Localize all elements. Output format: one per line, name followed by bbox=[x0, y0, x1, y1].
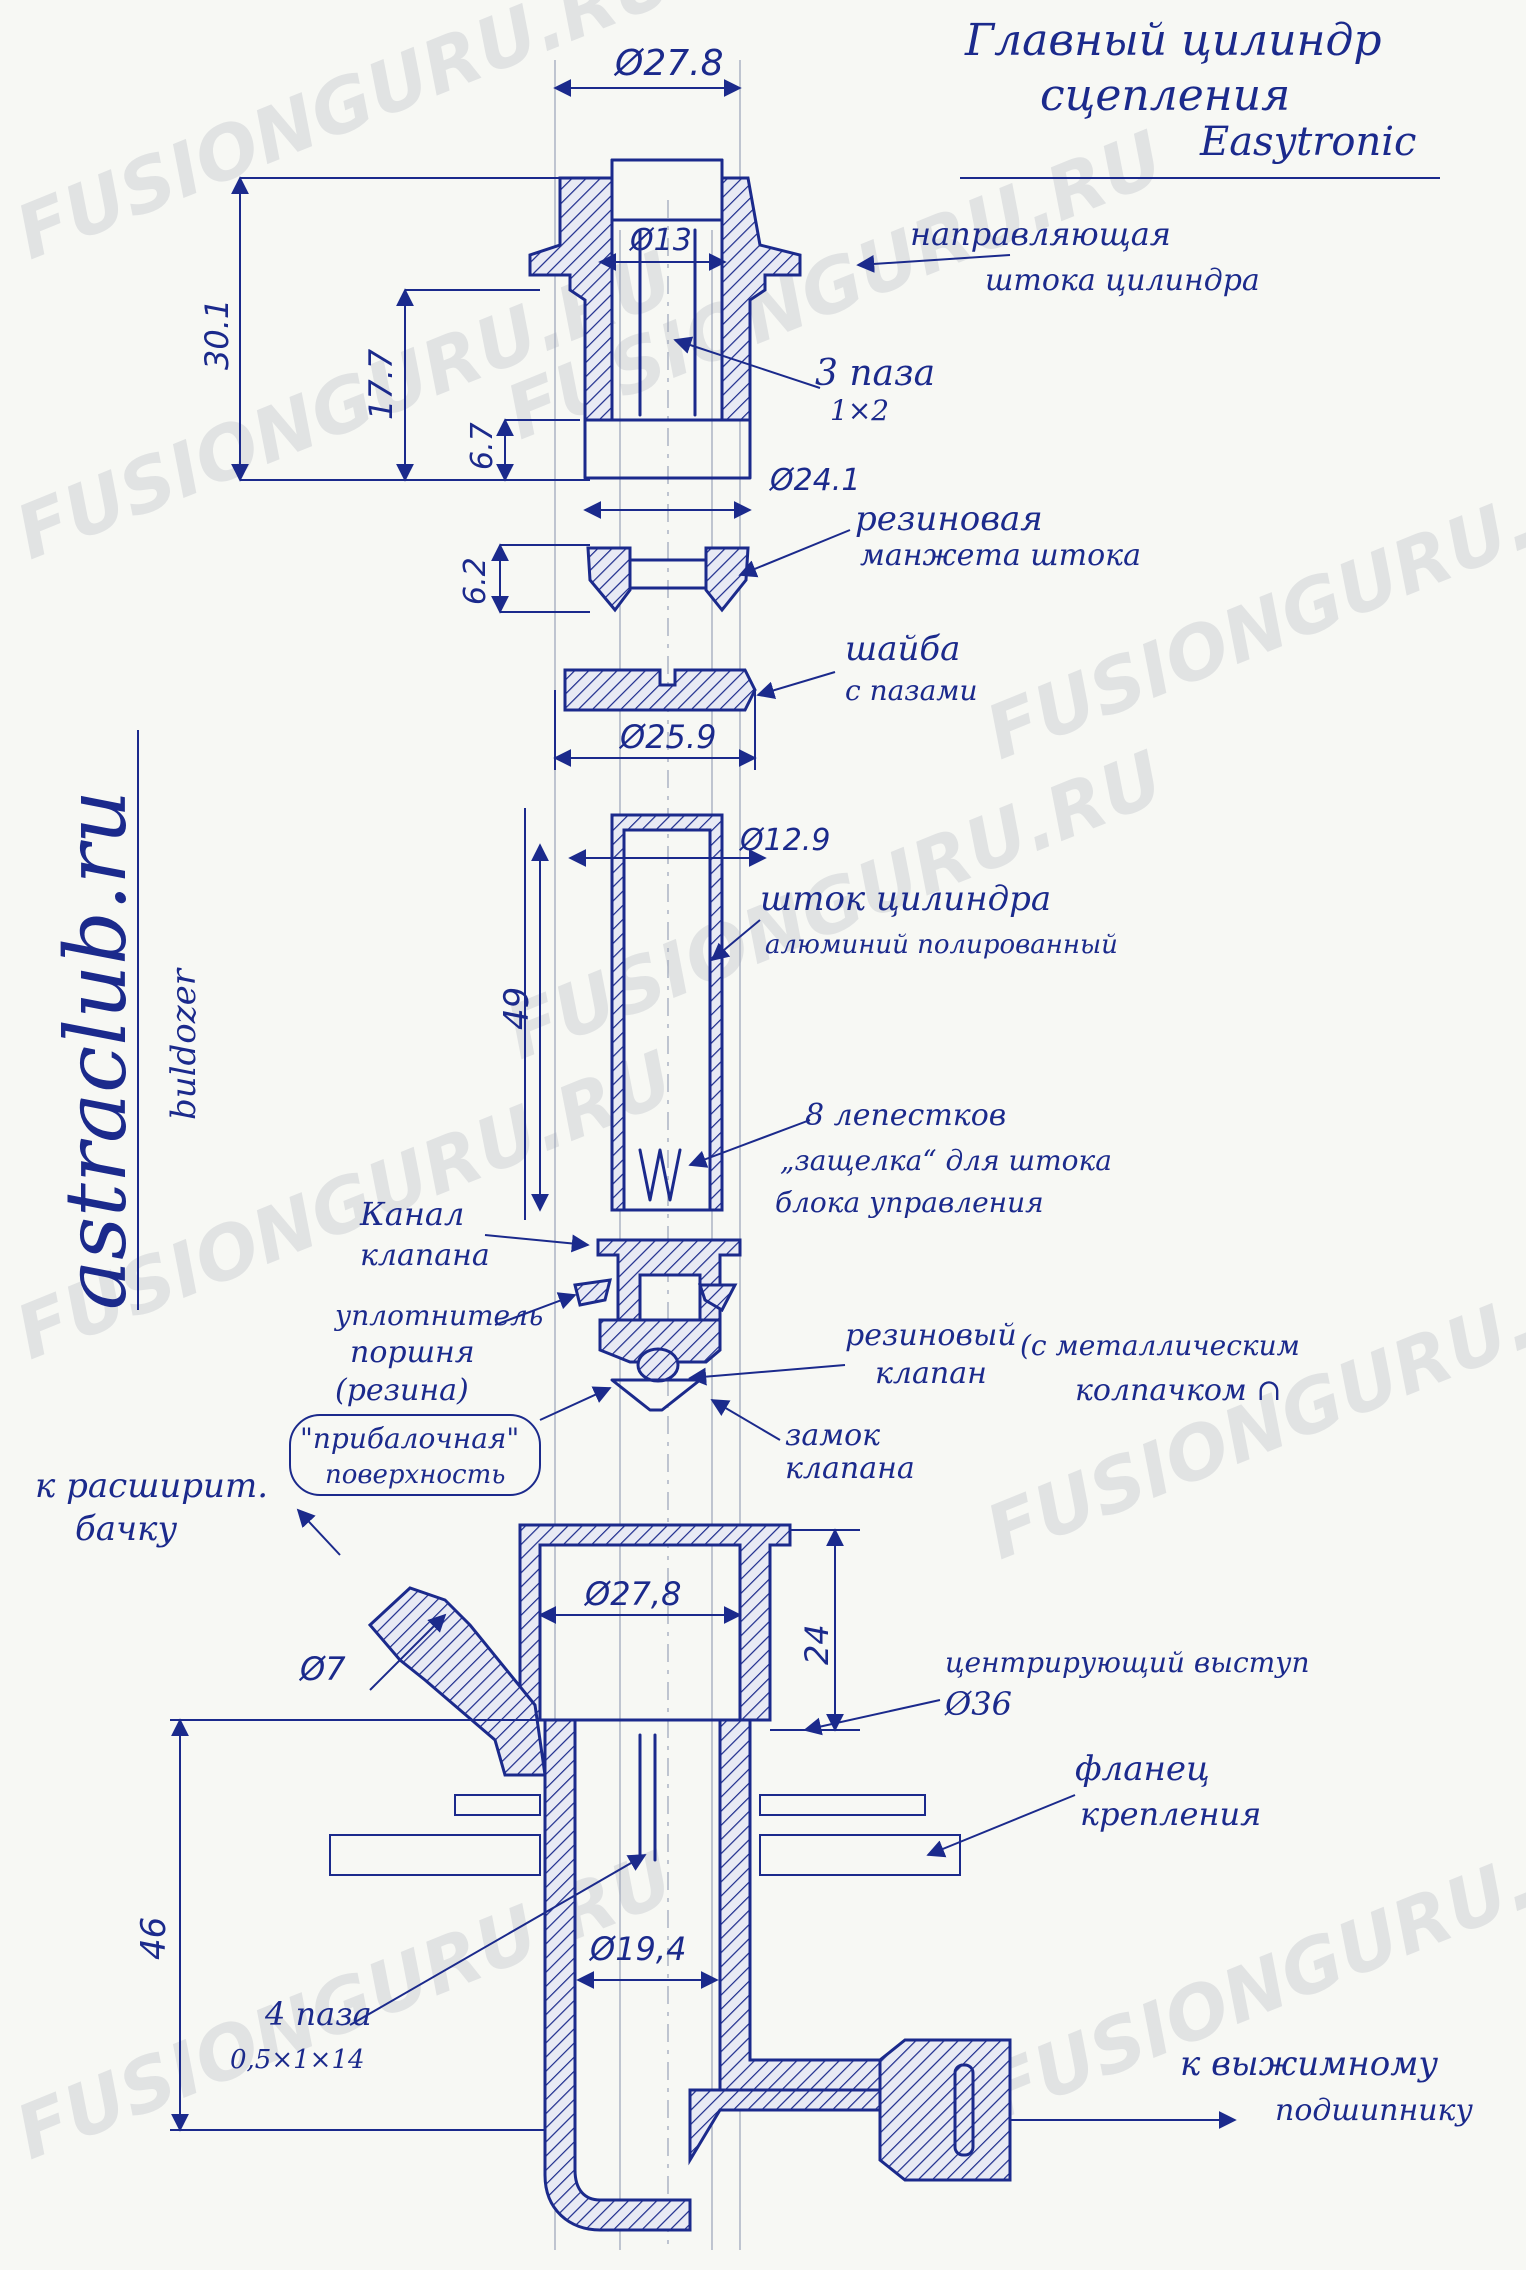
site-name: astraclub.ru bbox=[47, 790, 145, 1310]
title-line-1: Главный цилиндр bbox=[964, 15, 1382, 66]
dim-h49: 49 bbox=[497, 987, 537, 1030]
dim-h46: 46 bbox=[134, 1917, 174, 1960]
title-line-3: Easytronic bbox=[1199, 119, 1416, 165]
label-flange-1: фланец bbox=[1075, 1749, 1210, 1789]
label-valve-4: колпачком ∩ bbox=[1075, 1373, 1281, 1408]
label-center-2: Ø36 bbox=[944, 1685, 1012, 1723]
label-petals-1: 8 лепестков bbox=[805, 1098, 1006, 1133]
label-slots3: 3 паза 1×2 bbox=[673, 336, 935, 427]
label-lap-2: поверхность bbox=[325, 1460, 505, 1490]
label-guide-2: штока цилиндра bbox=[985, 263, 1260, 298]
label-slots4-1: 4 паза bbox=[264, 1995, 372, 2033]
label-cuff-1: резиновая bbox=[855, 499, 1043, 539]
label-cuff-2: манжета штока bbox=[860, 538, 1141, 573]
label-slots3-1: 3 паза bbox=[815, 353, 935, 394]
top-dimensions: Ø27.8 Ø13 30.1 17.7 6.7 Ø24.1 bbox=[198, 43, 860, 519]
label-flange-2: крепления bbox=[1080, 1795, 1261, 1833]
watermark: FUSIONGURU.RU bbox=[975, 1795, 1526, 2137]
dim-h24: 24 bbox=[798, 1624, 836, 1665]
dim-d278-top: Ø27.8 bbox=[613, 43, 724, 84]
cylinder-rod-part: 49 Ø12.9 шток цилиндра алюминий полирова… bbox=[497, 808, 1118, 1220]
body-dimensions: Ø27,8 24 Ø7 46 Ø19,4 bbox=[134, 1528, 860, 2132]
label-guide-1: направляющая bbox=[910, 215, 1171, 253]
label-seal-1: уплотнитель bbox=[333, 1299, 543, 1332]
label-lap-1: "прибалочная" bbox=[300, 1422, 519, 1455]
dim-d278-bot: Ø27,8 bbox=[583, 1575, 681, 1613]
piston-assembly: Канал клапана уплотнитель поршня (резина… bbox=[289, 1195, 1300, 1496]
label-lock-2: клапана bbox=[785, 1451, 915, 1486]
dim-d241: Ø24.1 bbox=[768, 463, 860, 498]
label-tank-1: к расширит. bbox=[35, 1466, 268, 1506]
dim-h301: 30.1 bbox=[198, 299, 236, 370]
label-washer-1: шайба bbox=[845, 629, 960, 669]
label-seal-2: поршня bbox=[350, 1335, 475, 1370]
label-valve-3: (с металлическим bbox=[1020, 1329, 1300, 1362]
dim-d7: Ø7 bbox=[298, 1650, 346, 1688]
label-rod-1: шток цилиндра bbox=[760, 879, 1051, 919]
washer-part: Ø25.9 шайба с пазами bbox=[553, 629, 978, 770]
label-center-1: центрирующий выступ bbox=[945, 1646, 1309, 1679]
author-name: buldozer bbox=[164, 967, 204, 1120]
dim-h177: 17.7 bbox=[362, 348, 400, 420]
label-petals: 8 лепестков „защелка“ для штока блока уп… bbox=[688, 1098, 1112, 1219]
label-petals-3: блока управления bbox=[775, 1186, 1044, 1219]
label-channel-2: клапана bbox=[360, 1238, 490, 1273]
label-rod-2: алюминий полированный bbox=[765, 930, 1118, 960]
label-lock-1: замок bbox=[785, 1418, 880, 1453]
dim-h67: 6.7 bbox=[465, 422, 500, 470]
label-tank-2: бачку bbox=[75, 1509, 177, 1549]
label-slots4-2: 0,5×1×14 bbox=[230, 2045, 365, 2075]
dim-d194: Ø19,4 bbox=[588, 1930, 686, 1968]
watermark: FUSIONGURU.RU bbox=[975, 435, 1526, 777]
side-text: astraclub.ru buldozer bbox=[47, 730, 204, 1310]
cylinder-body bbox=[329, 1523, 1012, 2232]
dim-d259: Ø25.9 bbox=[618, 718, 716, 756]
label-rod-guide: направляющая штока цилиндра bbox=[856, 215, 1260, 298]
label-washer-2: с пазами bbox=[845, 674, 978, 707]
label-valve-2: клапан bbox=[875, 1356, 987, 1391]
label-valve-1: резиновый bbox=[845, 1318, 1017, 1353]
body-labels: к расширит. бачку центрирующий выступ Ø3… bbox=[35, 1466, 1473, 2129]
dim-h62: 6.2 bbox=[458, 557, 493, 605]
dim-d13: Ø13 bbox=[628, 223, 692, 258]
label-channel-1: Канал bbox=[359, 1195, 464, 1233]
label-slots3-2: 1×2 bbox=[830, 394, 889, 427]
label-bearing-1: к выжимному bbox=[1180, 2044, 1438, 2084]
label-seal-3: (резина) bbox=[335, 1373, 469, 1408]
title-line-2: сцепления bbox=[1040, 70, 1290, 121]
title-block: Главный цилиндр сцепления Easytronic bbox=[960, 15, 1440, 179]
label-petals-2: „защелка“ для штока bbox=[780, 1144, 1112, 1177]
dim-d129: Ø12.9 bbox=[738, 823, 830, 858]
label-bearing-2: подшипнику bbox=[1275, 2093, 1473, 2128]
rubber-cuff-part: 6.2 резиновая манжета штока bbox=[458, 499, 1141, 614]
